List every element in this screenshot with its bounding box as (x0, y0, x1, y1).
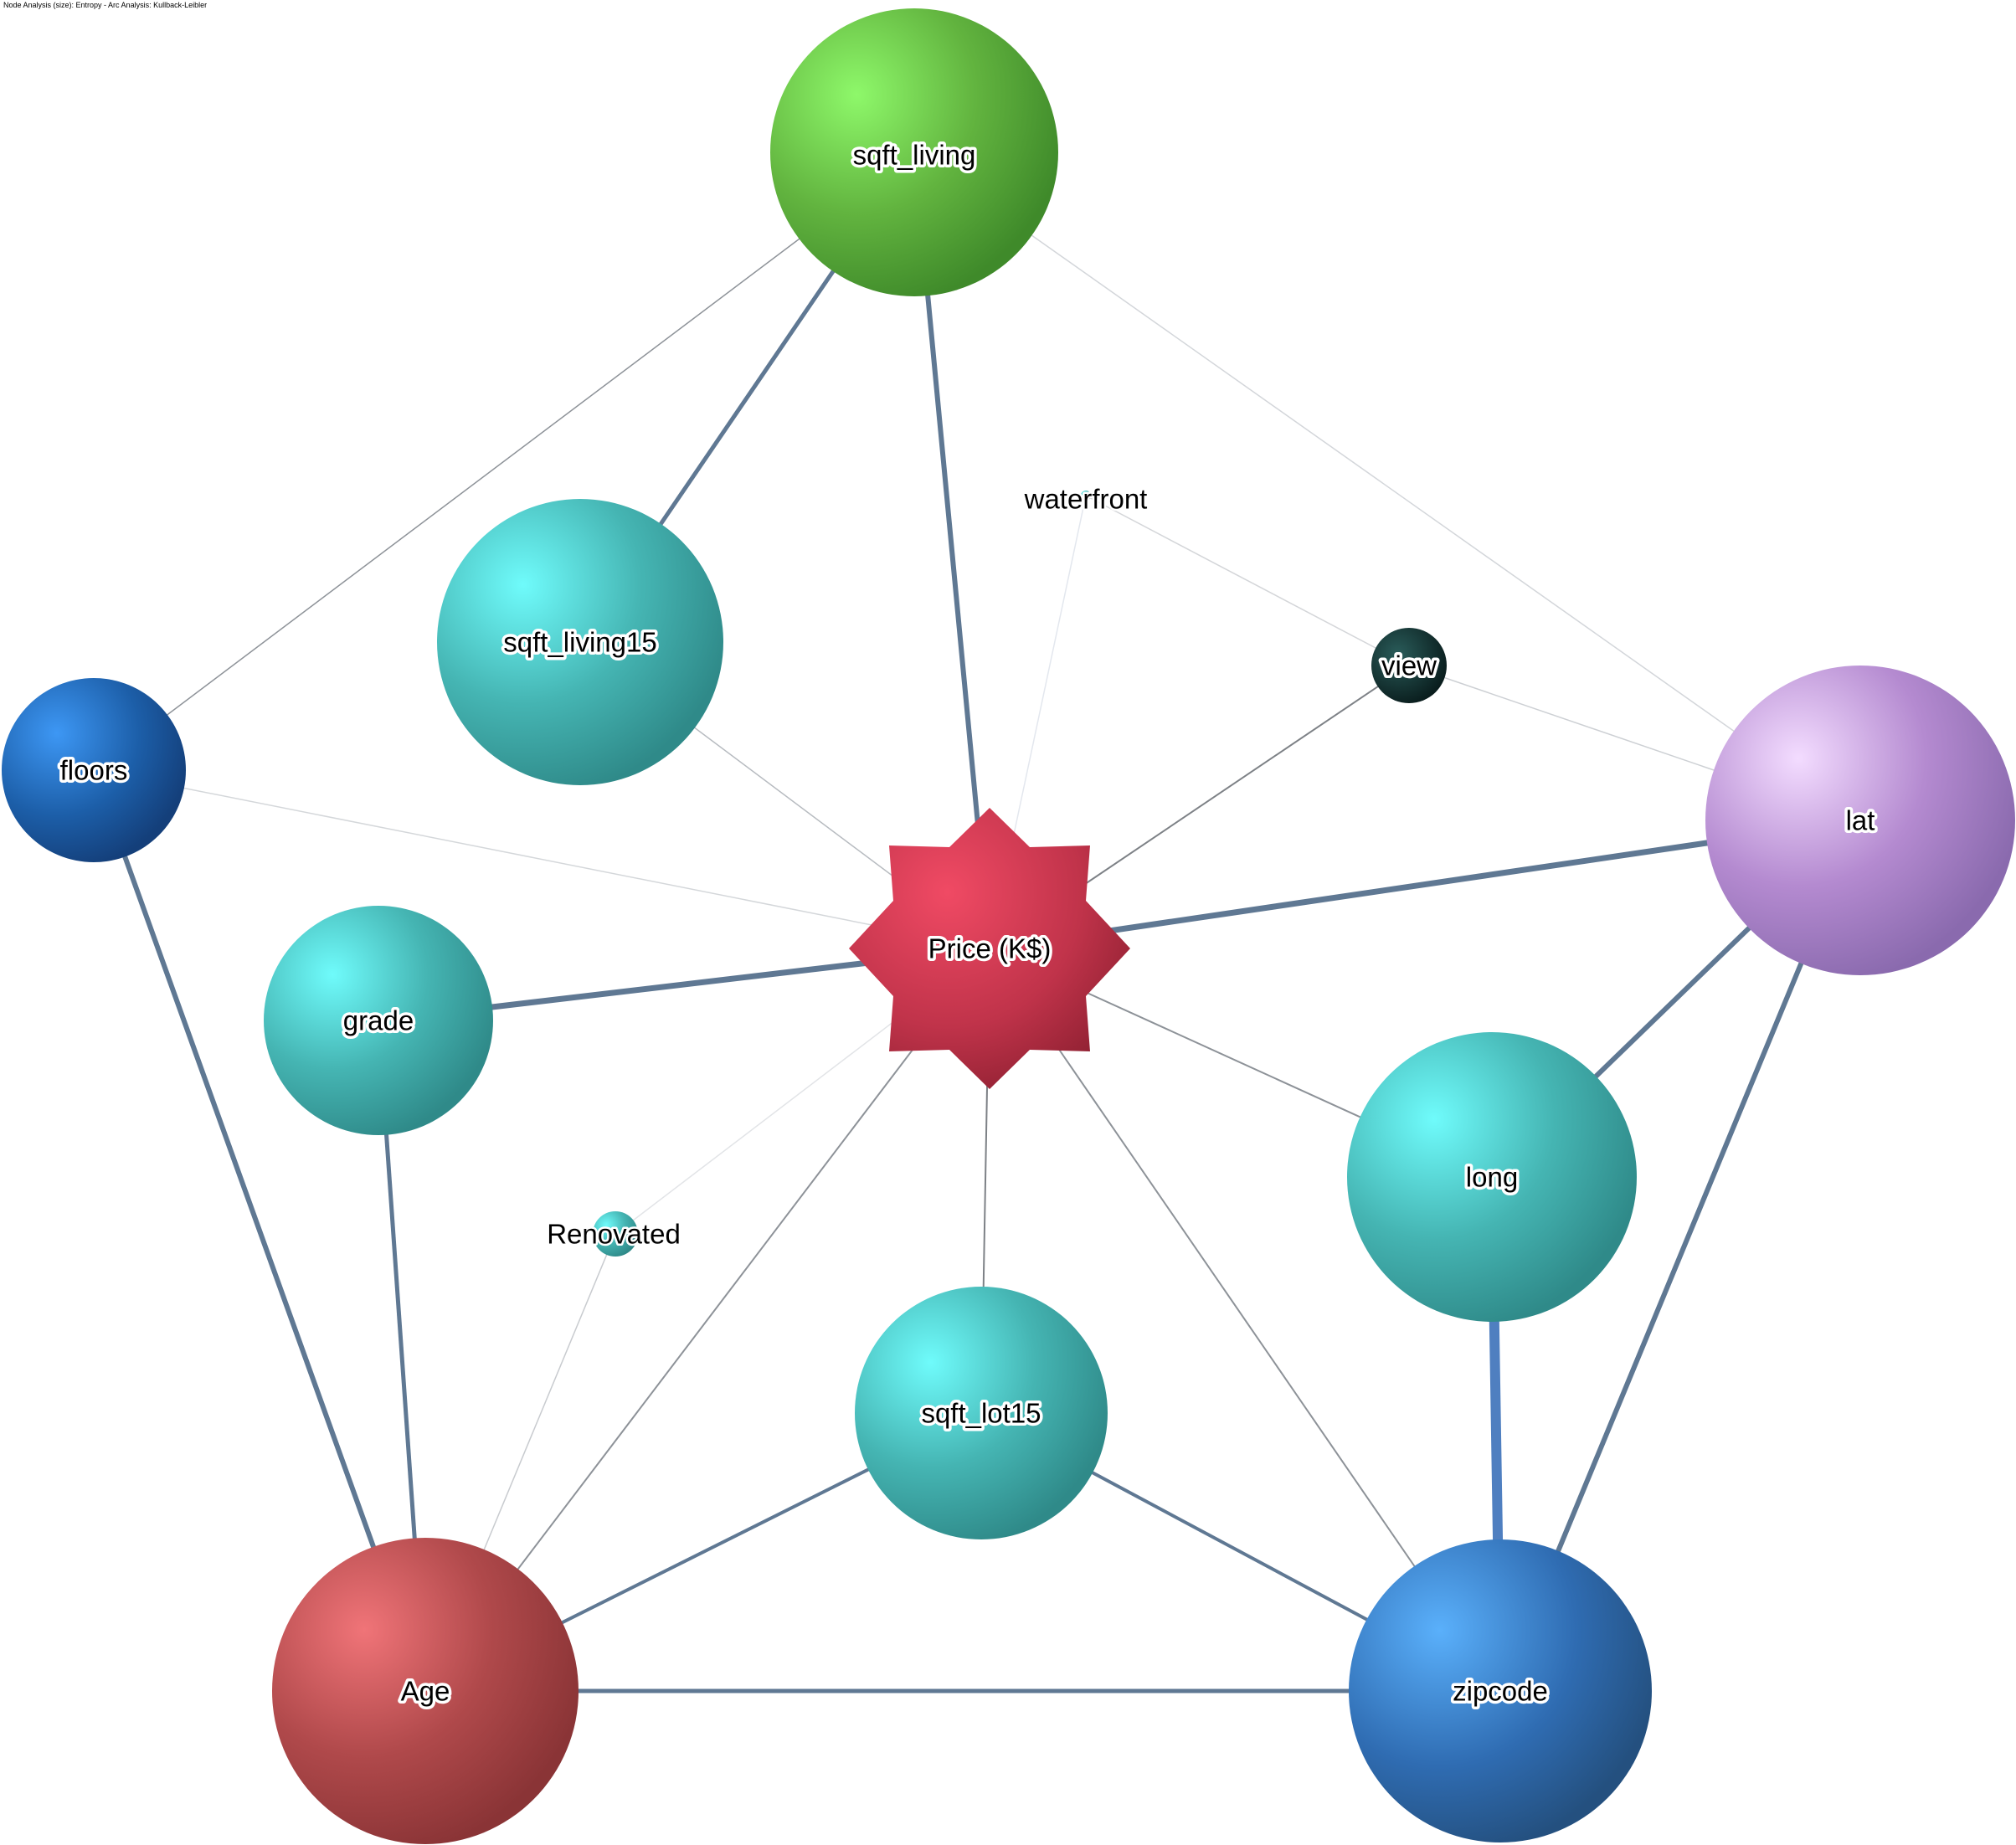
node-label-sqft_lot15: sqft_lot15 (921, 1398, 1041, 1429)
node-view[interactable]: view (1371, 628, 1447, 703)
node-label-lat: lat (1846, 805, 1875, 836)
nodes: sqft_living sqft_living15 waterfront vie… (2, 8, 2015, 1844)
edge-lat-zipcode[interactable] (1498, 819, 1863, 1693)
node-label-age: Age (401, 1676, 450, 1707)
node-label-sqft_living: sqft_living (853, 140, 976, 171)
edge-waterfront-view[interactable] (1085, 495, 1410, 666)
node-grade[interactable]: grade (264, 906, 493, 1135)
node-label-view: view (1381, 650, 1437, 681)
node-label-grade: grade (343, 1005, 414, 1036)
node-renovated[interactable]: Renovated (545, 1211, 682, 1257)
node-label-price: Price (K$) (928, 933, 1052, 964)
node-sqft_living15[interactable]: sqft_living15 (437, 499, 723, 785)
node-floors[interactable]: floors (2, 678, 186, 862)
node-label-renovated: Renovated (547, 1219, 681, 1250)
analysis-caption: Node Analysis (size): Entropy - Arc Anal… (3, 1, 208, 9)
node-sqft_lot15[interactable]: sqft_lot15 (855, 1287, 1108, 1539)
node-age[interactable]: Age (272, 1538, 579, 1844)
node-zipcode[interactable]: zipcode (1349, 1539, 1652, 1842)
node-label-long: long (1466, 1162, 1518, 1193)
node-lat[interactable]: lat (1705, 666, 2015, 975)
node-sqft_living[interactable]: sqft_living (770, 8, 1058, 296)
edge-floors-price[interactable] (93, 769, 990, 949)
node-price[interactable]: Price (K$) (849, 808, 1130, 1089)
node-long[interactable]: long (1347, 1032, 1637, 1322)
edge-age-price[interactable] (424, 948, 990, 1692)
node-waterfront[interactable]: waterfront (1021, 481, 1149, 516)
price-star-shape (849, 808, 1130, 1089)
node-label-sqft_living15: sqft_living15 (503, 627, 656, 658)
node-label-waterfront: waterfront (1024, 484, 1148, 515)
edge-sqft_living-floors[interactable] (93, 152, 915, 771)
edge-floors-age[interactable] (91, 768, 428, 1693)
node-label-zipcode: zipcode (1453, 1676, 1548, 1707)
node-label-floors: floors (60, 755, 128, 786)
edge-sqft_living-lat[interactable] (913, 152, 1861, 821)
